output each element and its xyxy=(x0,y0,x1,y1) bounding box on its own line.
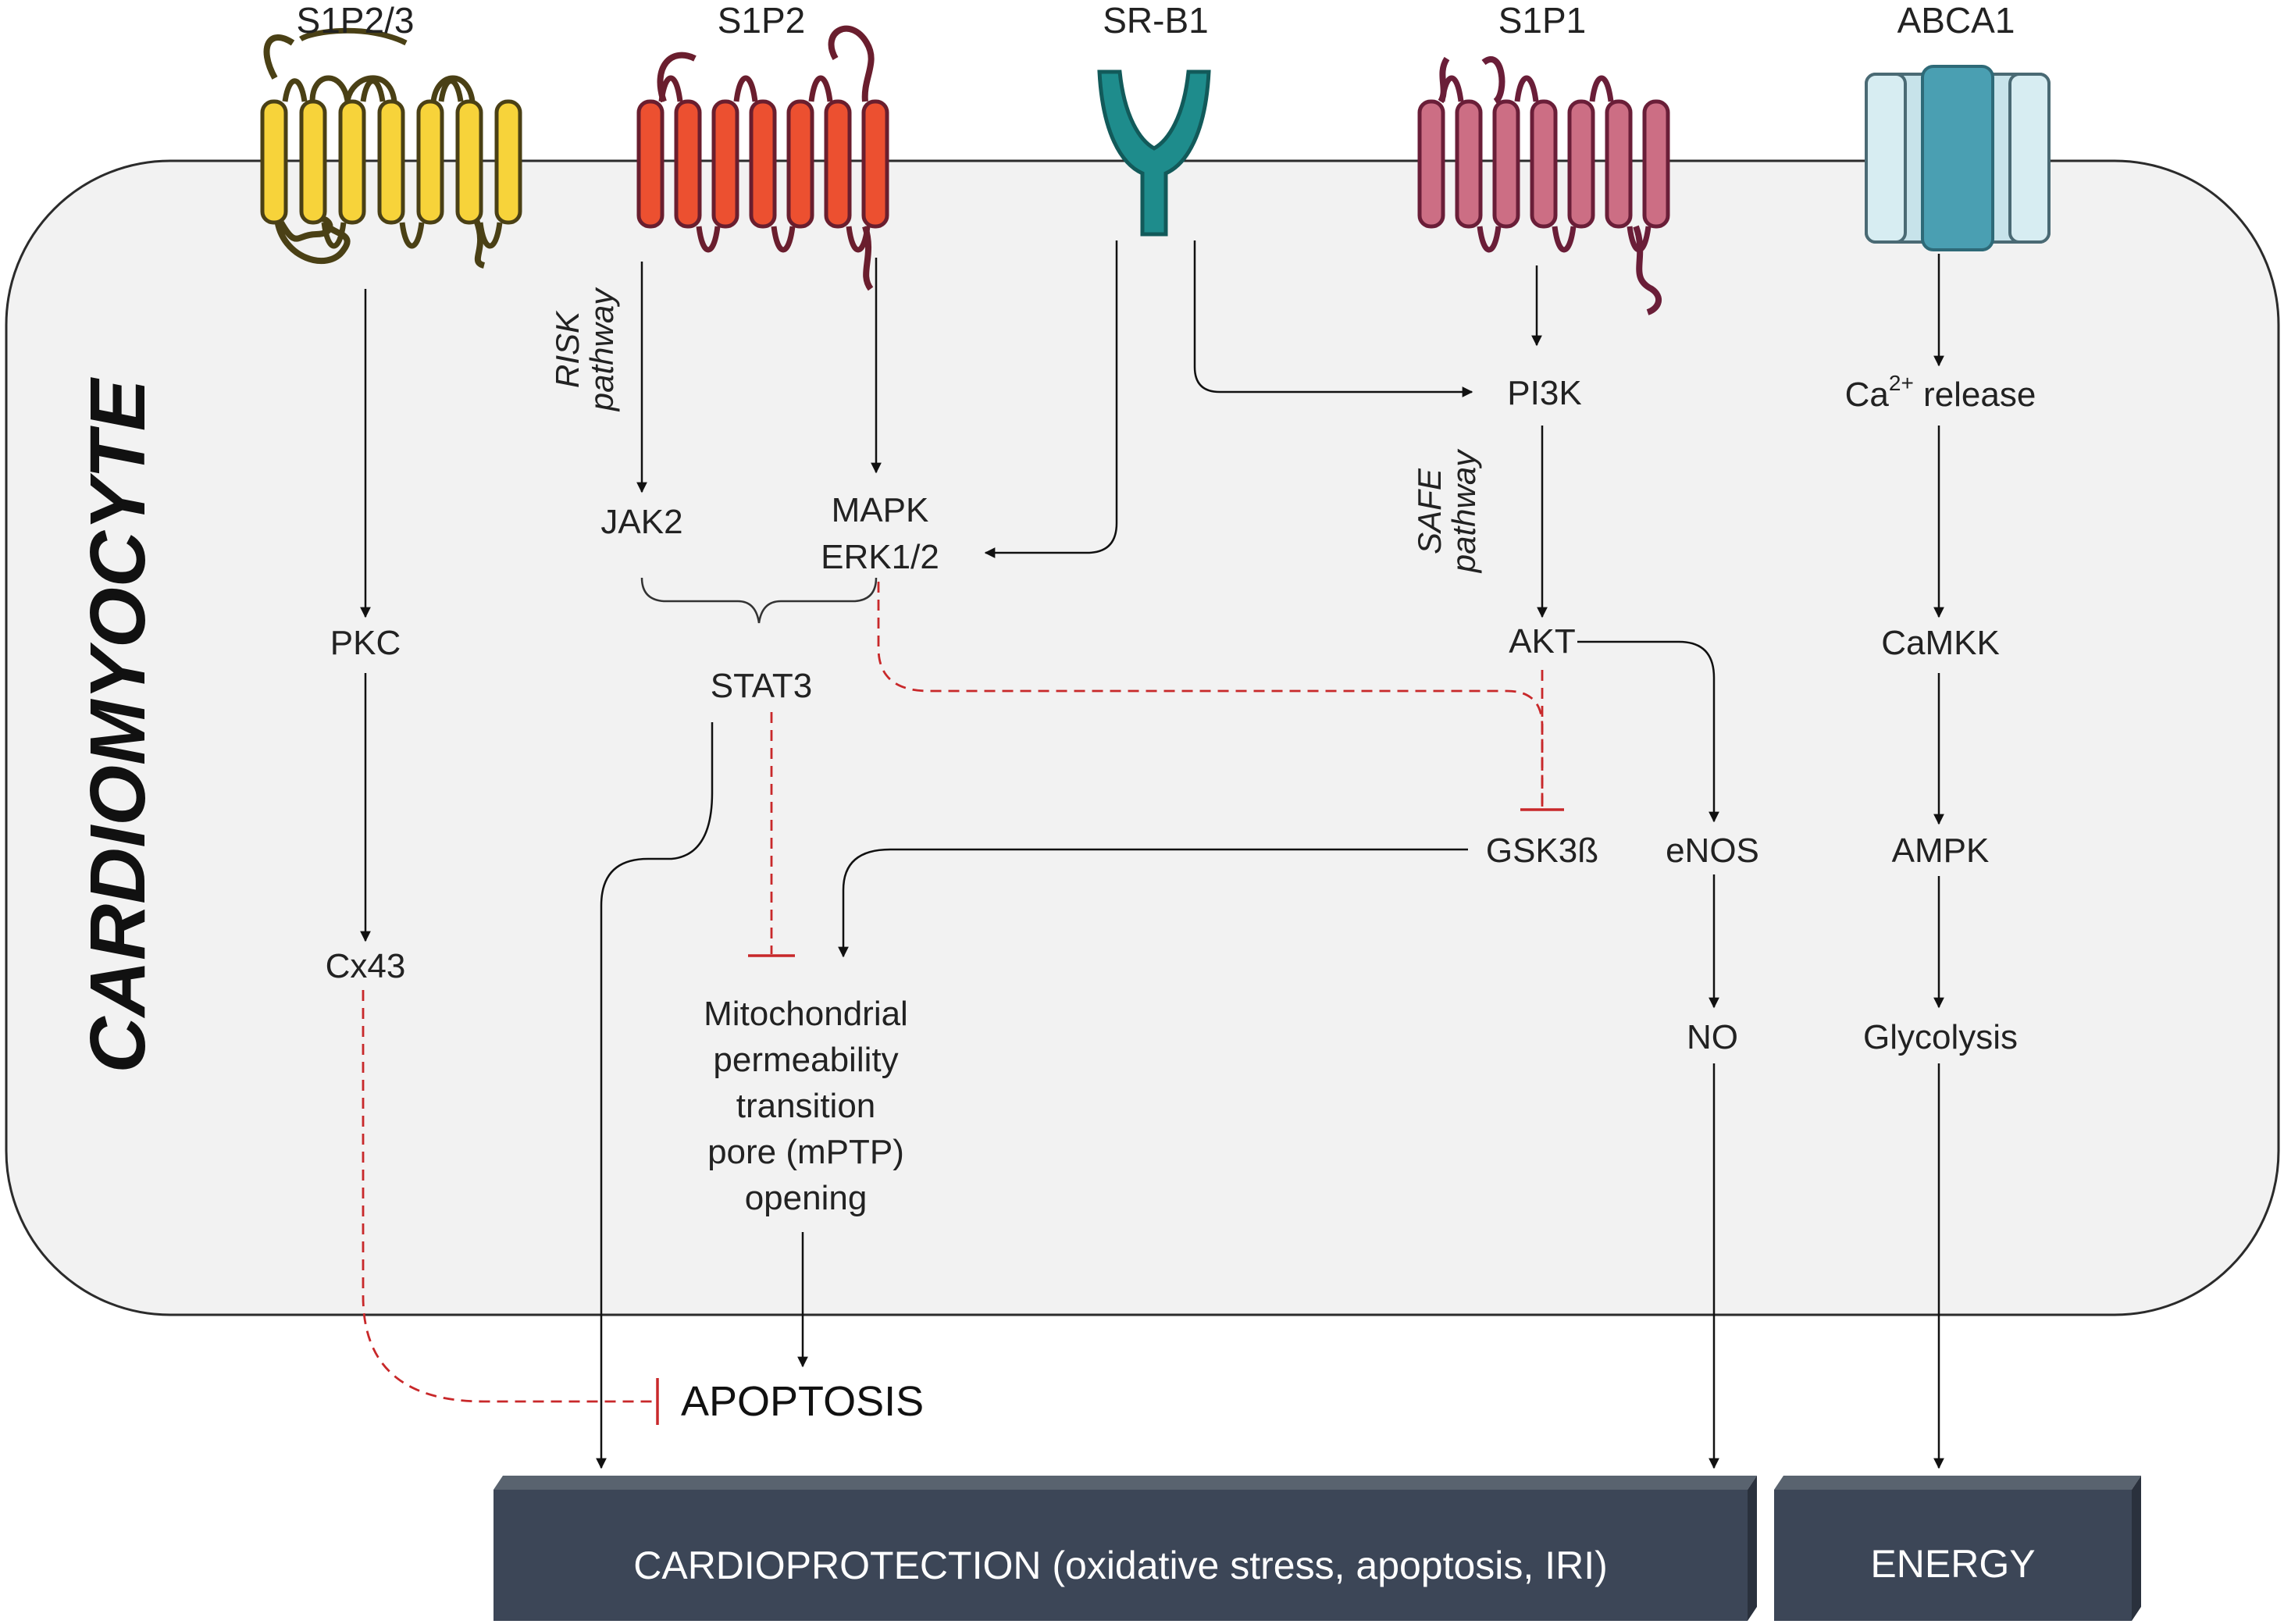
activation-arrows xyxy=(360,240,1944,1469)
receptor-label-s1p2: S1P2 xyxy=(718,0,806,41)
arrow-akt-enos xyxy=(1577,640,1719,823)
svg-text:pathway: pathway xyxy=(583,287,620,412)
s1p23-receptor-icon xyxy=(260,27,522,269)
node-gsk3b: GSK3ß xyxy=(1486,832,1598,870)
inhibition-lines xyxy=(362,582,1564,1425)
cell-membrane xyxy=(5,159,2280,1316)
arrow-srb1-pi3k xyxy=(1193,240,1473,397)
node-ca-release: Ca2+ release xyxy=(1845,371,2036,414)
node-mptp-line-3: transition xyxy=(736,1087,876,1125)
inhibition-cx43-apoptosis xyxy=(362,990,656,1403)
node-mptp-line-1: Mitochondrial xyxy=(704,995,908,1033)
risk-pathway-label: RISK pathway xyxy=(549,287,620,412)
svg-text:pathway: pathway xyxy=(1445,448,1482,574)
node-pi3k: PI3K xyxy=(1507,374,1581,412)
svg-text:RISK: RISK xyxy=(549,310,586,388)
node-mapk: MAPK xyxy=(832,491,929,529)
node-enos: eNOS xyxy=(1666,832,1759,870)
node-erk12: ERK1/2 xyxy=(821,538,939,576)
node-akt: AKT xyxy=(1509,622,1576,661)
energy-label: ENERGY xyxy=(1870,1542,2035,1586)
node-mptp-line-2: permeability xyxy=(713,1041,898,1079)
inhibition-erk-gsk3b xyxy=(877,582,1544,808)
receptor-label-s1p23: S1P2/3 xyxy=(297,0,415,41)
safe-pathway-label: SAFE pathway xyxy=(1411,448,1482,574)
node-stat3: STAT3 xyxy=(711,667,812,705)
arrow-srb1-mapk xyxy=(984,240,1118,558)
cell-label: CARDIOMYOCYTE xyxy=(74,376,162,1073)
bracket-jak2-erk-stat3 xyxy=(640,577,878,624)
cardioprotection-box: CARDIOPROTECTION (oxidative stress, apop… xyxy=(494,1476,1757,1621)
srb1-receptor-icon xyxy=(1097,69,1211,237)
node-apoptosis: APOPTOSIS xyxy=(681,1378,924,1425)
receptor-label-s1p1: S1P1 xyxy=(1498,0,1587,41)
s1p2-receptor-icon xyxy=(636,25,889,291)
svg-text:SAFE: SAFE xyxy=(1411,468,1448,554)
node-cx43: Cx43 xyxy=(326,947,406,985)
node-pkc: PKC xyxy=(330,624,401,662)
arrow-gsk3b-mptp xyxy=(838,848,1468,958)
receptor-label-abca1: ABCA1 xyxy=(1897,0,2015,41)
node-mptp-line-4: pore (mPTP) xyxy=(707,1133,904,1171)
node-camkk: CaMKK xyxy=(1881,624,2000,662)
receptor-label-srb1: SR-B1 xyxy=(1103,0,1208,41)
node-mptp-line-5: opening xyxy=(745,1179,868,1217)
s1p1-receptor-icon xyxy=(1417,56,1670,315)
cardioprotection-label: CARDIOPROTECTION (oxidative stress, apop… xyxy=(633,1544,1608,1587)
abca1-transporter-icon xyxy=(1865,65,2051,251)
energy-box: ENERGY xyxy=(1774,1476,2141,1621)
node-jak2: JAK2 xyxy=(600,503,682,541)
node-no: NO xyxy=(1687,1018,1738,1056)
node-ampk: AMPK xyxy=(1892,832,1990,870)
arrow-stat3-cardioprotection xyxy=(596,722,714,1469)
node-glycolysis: Glycolysis xyxy=(1863,1018,2018,1056)
